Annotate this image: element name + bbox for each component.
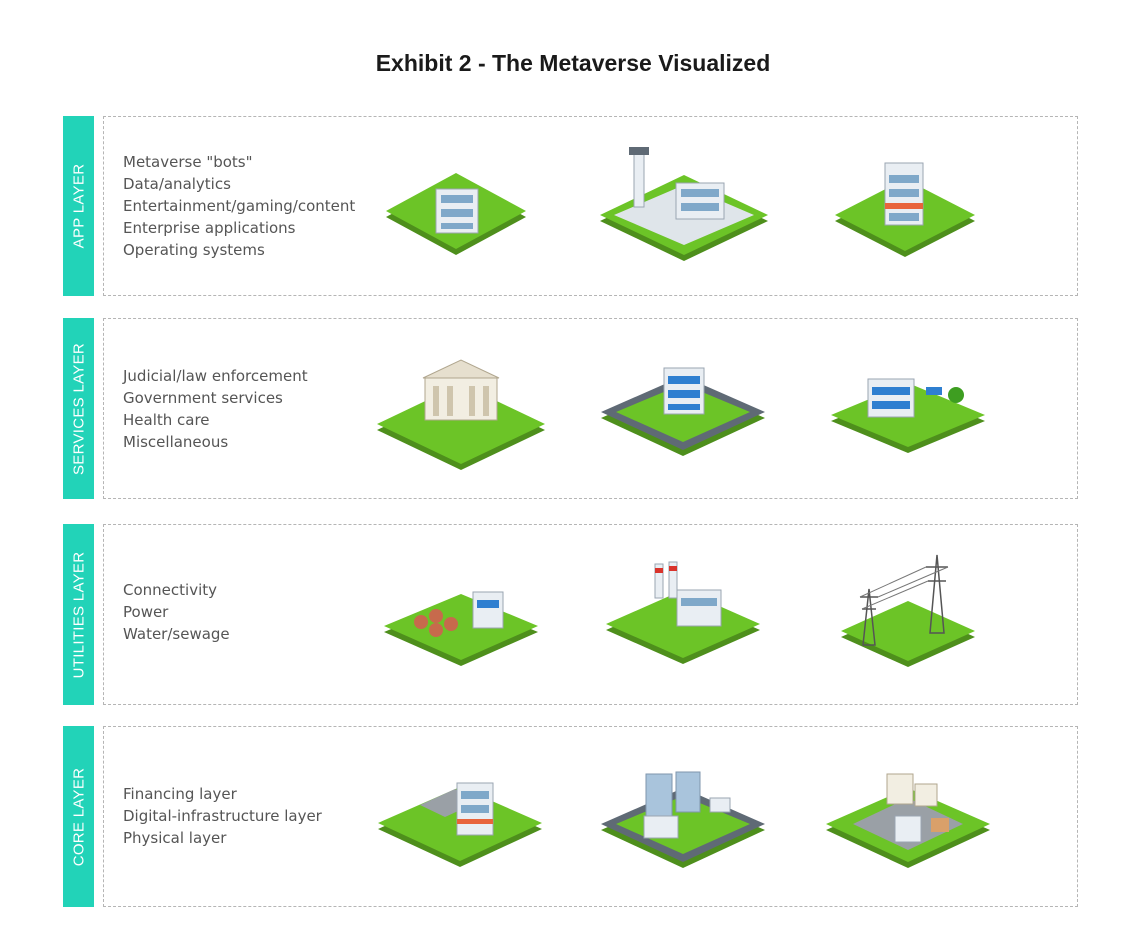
utilities-layer-tab: UTILITIES LAYER	[63, 524, 94, 705]
list-item: Operating systems	[123, 241, 265, 259]
app-layer-label: APP LAYER	[70, 163, 87, 249]
list-item: Health care	[123, 411, 210, 429]
core-layer-box	[103, 726, 1078, 907]
bank-district-illustration	[378, 782, 542, 867]
app-layer-items: Metaverse "bots" Data/analytics Entertai…	[123, 151, 355, 261]
services-layer-box	[103, 318, 1078, 499]
page-title: Exhibit 2 - The Metaverse Visualized	[375, 50, 771, 76]
core-layer: CORE LAYER Financing layer Digital-infra…	[63, 726, 1078, 907]
courthouse-illustration	[377, 359, 545, 470]
utilities-layer-items: Connectivity Power Water/sewage	[123, 579, 230, 645]
shop-building-illustration	[835, 162, 975, 257]
city-block-illustration	[601, 771, 765, 868]
office-building-illustration	[386, 173, 526, 255]
services-layer-tab: SERVICES LAYER	[63, 318, 94, 499]
list-item: Judicial/law enforcement	[123, 367, 308, 385]
list-item: Physical layer	[123, 829, 227, 847]
app-layer-box	[103, 116, 1078, 296]
services-layer-items: Judicial/law enforcement Government serv…	[123, 365, 308, 453]
hospital-illustration	[601, 367, 765, 456]
services-layer: SERVICES LAYER Judicial/law enforcement …	[63, 318, 1078, 499]
power-lines-illustration	[841, 554, 975, 667]
list-item: Connectivity	[123, 581, 217, 599]
utilities-layer-label: UTILITIES LAYER	[70, 551, 87, 678]
list-item: Financing layer	[123, 785, 237, 803]
utilities-layer-box	[103, 524, 1078, 705]
utilities-layer: UTILITIES LAYER Connectivity Power Water…	[63, 524, 1078, 705]
core-layer-items: Financing layer Digital-infrastructure l…	[123, 783, 322, 849]
services-layer-label: SERVICES LAYER	[70, 342, 87, 475]
list-item: Miscellaneous	[123, 433, 229, 451]
water-treatment-illustration	[384, 591, 538, 666]
list-item: Metaverse "bots"	[123, 153, 253, 171]
list-item: Data/analytics	[123, 175, 231, 193]
power-plant-illustration	[606, 561, 760, 664]
neighborhood-illustration	[826, 773, 990, 868]
police-station-illustration	[831, 378, 985, 453]
airport-illustration	[600, 147, 768, 261]
list-item: Entertainment/gaming/content	[123, 197, 356, 215]
core-layer-label: CORE LAYER	[70, 767, 87, 866]
list-item: Water/sewage	[123, 625, 230, 643]
list-item: Government services	[123, 389, 283, 407]
list-item: Enterprise applications	[123, 219, 296, 237]
app-layer: APP LAYER Metaverse "bots" Data/analytic…	[63, 116, 1078, 296]
core-layer-tab: CORE LAYER	[63, 726, 94, 907]
list-item: Digital-infrastructure layer	[123, 807, 322, 825]
list-item: Power	[123, 603, 169, 621]
app-layer-tab: APP LAYER	[63, 116, 94, 296]
